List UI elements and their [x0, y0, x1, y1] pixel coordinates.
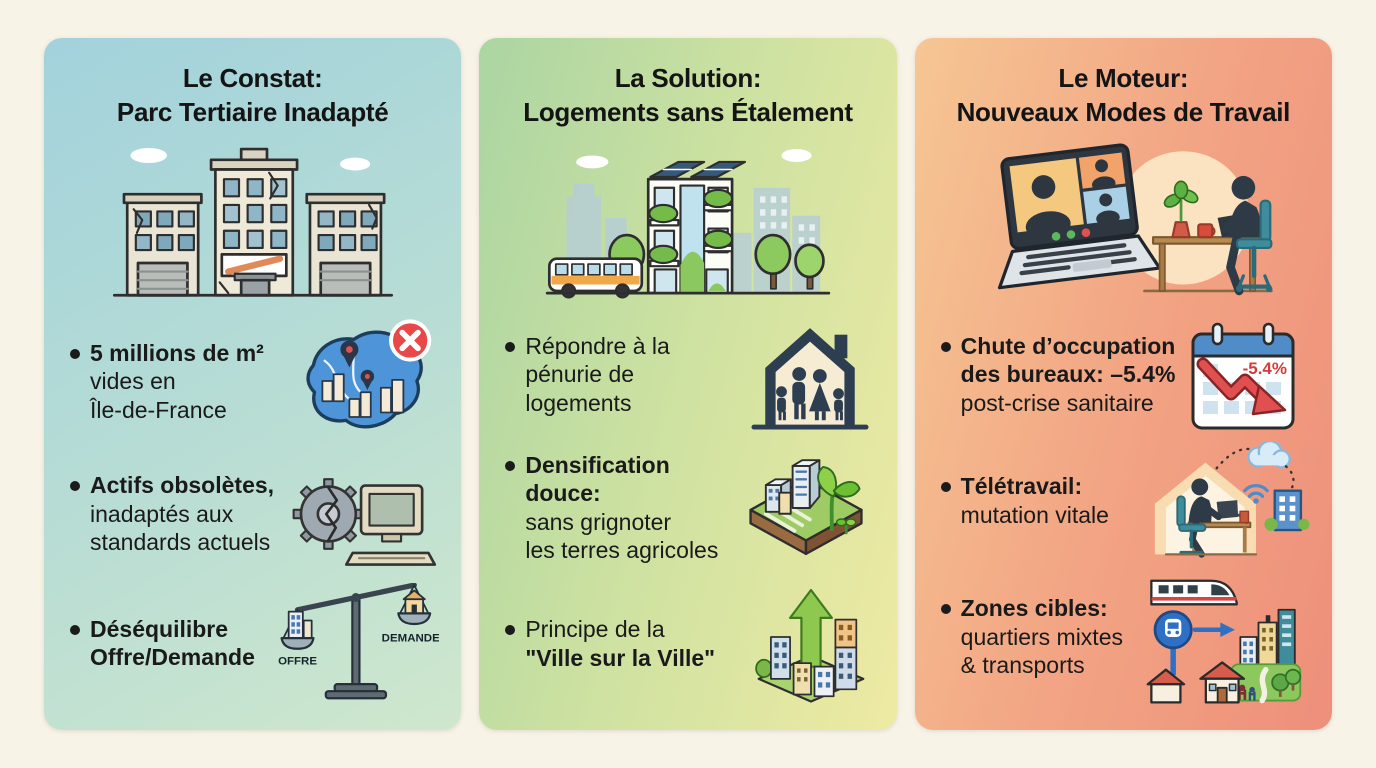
bullet-zones-cibles: Zones cibles: quartiers mixtes & transpo… [937, 568, 1310, 706]
bullet-chute-occupation: Chute d’occupation des bureaux: –5.4% po… [937, 316, 1310, 434]
bullet-text: Zones cibles: quartiers mixtes & transpo… [961, 594, 1123, 680]
bullet-text: Déséquilibre Offre/Demande [90, 615, 255, 672]
panel-title-line1: Le Moteur: [1058, 63, 1189, 93]
home-office-cloud-icon [1142, 441, 1310, 560]
bullet-line: & transports [960, 652, 1085, 679]
panel-title-line2: Parc Tertiaire Inadapté [116, 96, 389, 127]
panel-constat: Le Constat: Parc Tertiaire Inadapté [44, 38, 462, 730]
bullet-line: Répondre à la [525, 332, 670, 359]
bullet-line: des bureaux: –5.4% [960, 361, 1176, 388]
panel-title-line2: Nouveaux Modes de Travail [956, 96, 1291, 127]
bullet-text: Télétravail: mutation vitale [961, 472, 1109, 529]
bullet-line: pénurie de [525, 361, 635, 388]
bullet-line: mutation vitale [960, 501, 1109, 528]
bullet-line: vides en [90, 368, 176, 395]
panel-solution: La Solution: Logements sans Étalement [479, 38, 897, 730]
bullet-list: Chute d’occupation des bureaux: –5.4% po… [937, 306, 1310, 712]
calendar-decline-icon: -5.4% [1178, 316, 1310, 434]
video-call-remote-work-illustration [937, 134, 1310, 306]
bullet-line: Île-de-France [90, 396, 227, 423]
panel-title-line1: La Solution: [614, 63, 762, 93]
bullet-line: Déséquilibre [90, 615, 229, 642]
bullet-marker [70, 624, 80, 635]
bullet-line: Télétravail: [960, 473, 1083, 500]
broken-gear-obsolete-computer-icon [281, 458, 439, 570]
bullet-supply-demand: Déséquilibre Offre/Demande [66, 583, 439, 703]
bullet-line: quartiers mixtes [960, 623, 1123, 650]
bullet-line: Actifs obsolètes, [90, 472, 275, 499]
bullet-text: Actifs obsolètes, inadaptés aux standard… [90, 471, 274, 557]
bullet-marker [940, 482, 951, 493]
panel-title: Le Constat: Parc Tertiaire Inadapté [66, 62, 439, 130]
panel-title: La Solution: Logements sans Étalement [501, 62, 874, 130]
house-family-icon [745, 317, 875, 433]
bullet-obsolete-assets: Actifs obsolètes, inadaptés aux standard… [66, 458, 439, 570]
bullet-marker [940, 604, 951, 615]
scale-demande-label: DEMANDE [382, 633, 439, 645]
bullet-vacant-sqm: 5 millions de m² vides en Île-de-France [66, 318, 439, 444]
damaged-office-buildings-illustration [66, 134, 439, 306]
bullet-line: "Ville sur la Ville" [525, 644, 716, 671]
bullet-text: Répondre à la pénurie de logements [525, 332, 670, 418]
bullet-line: Principe de la [525, 616, 665, 643]
city-growth-arrow-icon [747, 583, 875, 705]
bullet-densification: Densification douce: sans grignoter les … [501, 443, 874, 573]
ile-de-france-vacancy-map-icon [289, 318, 439, 444]
bullet-text: Chute d’occupation des bureaux: –5.4% po… [961, 332, 1176, 418]
bullet-teletravail: Télétravail: mutation vitale [937, 441, 1310, 560]
calendar-decline-badge: -5.4% [1243, 359, 1287, 378]
panel-title: Le Moteur: Nouveaux Modes de Travail [937, 62, 1310, 130]
bullet-penurie-logements: Répondre à la pénurie de logements [501, 317, 874, 433]
bullet-marker [505, 341, 516, 352]
bullet-line: standards actuels [90, 529, 271, 556]
bullet-text: 5 millions de m² vides en Île-de-France [90, 339, 264, 425]
bullet-list: Répondre à la pénurie de logements [501, 306, 874, 712]
bullet-line: post-crise sanitaire [960, 389, 1154, 416]
bullet-marker [505, 460, 516, 471]
bullet-line: Chute d’occupation [960, 332, 1176, 359]
bullet-marker [70, 348, 80, 359]
bullet-line: les terres agricoles [525, 537, 719, 564]
bullet-line: Offre/Demande [90, 644, 255, 671]
panel-moteur: Le Moteur: Nouveaux Modes de Travail [914, 38, 1332, 730]
scale-offre-label: OFFRE [278, 656, 317, 668]
green-eco-building-illustration [501, 134, 874, 306]
densification-farmland-icon [737, 443, 875, 573]
bullet-text: Principe de la "Ville sur la Ville" [525, 615, 715, 672]
transit-mixed-district-icon [1138, 568, 1310, 706]
supply-demand-scale-icon: OFFRE DEMANDE [271, 583, 439, 703]
bullet-marker [940, 341, 951, 352]
panel-title-line2: Logements sans Étalement [523, 96, 853, 127]
bullet-line: inadaptés aux [90, 500, 234, 527]
bullet-line: 5 millions de m² [90, 339, 264, 366]
bullet-line: Densification douce: [525, 451, 670, 507]
bullet-ville-sur-ville: Principe de la "Ville sur la Ville" [501, 583, 874, 705]
bullet-line: sans grignoter [525, 508, 672, 535]
bullet-line: Zones cibles: [960, 595, 1108, 622]
bullet-marker [505, 625, 516, 636]
bullet-text: Densification douce: sans grignoter les … [525, 451, 736, 565]
panel-title-line1: Le Constat: [182, 63, 323, 93]
bullet-list: 5 millions de m² vides en Île-de-France [66, 306, 439, 712]
bullet-marker [70, 481, 80, 492]
bullet-line: logements [525, 389, 632, 416]
